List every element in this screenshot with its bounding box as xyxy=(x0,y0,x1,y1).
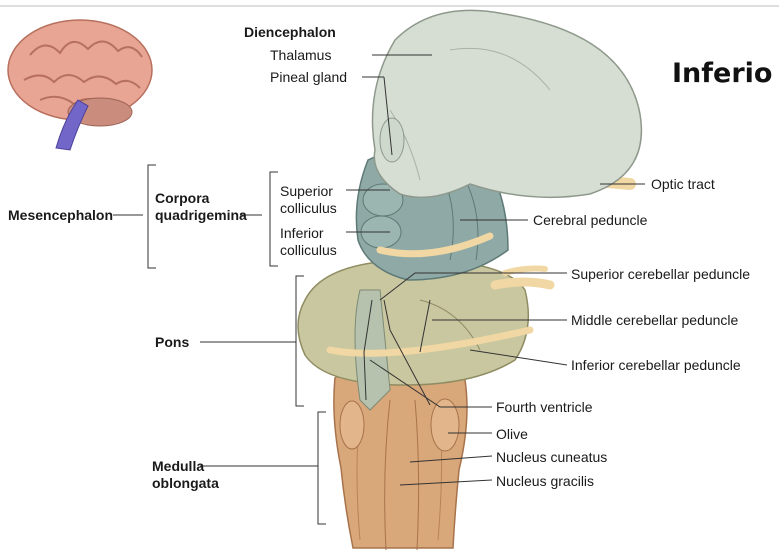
slide-title-fragment: Inferio xyxy=(672,58,772,89)
label-nucleus-cuneatus: Nucleus cuneatus xyxy=(496,449,607,465)
label-colliculus-superior: colliculus xyxy=(280,200,337,216)
label-medulla: Medulla xyxy=(152,458,204,474)
medulla-oblongata xyxy=(334,366,467,550)
label-inferior-cerebellar-peduncle: Inferior cerebellar peduncle xyxy=(571,357,741,373)
brain-thumbnail xyxy=(8,20,152,150)
label-superior-cerebellar-peduncle: Superior cerebellar peduncle xyxy=(571,266,750,282)
label-inferior: Inferior xyxy=(280,225,324,241)
label-thalamus: Thalamus xyxy=(270,47,331,63)
label-olive: Olive xyxy=(496,426,528,442)
label-nucleus-gracilis: Nucleus gracilis xyxy=(496,473,594,489)
thalamus xyxy=(373,10,642,197)
label-superior: Superior xyxy=(280,183,333,199)
label-pons: Pons xyxy=(155,334,189,350)
label-quadrigemina: quadrigemina xyxy=(155,207,247,223)
label-colliculus-inferior: colliculus xyxy=(280,242,337,258)
label-cerebral-peduncle: Cerebral peduncle xyxy=(533,212,647,228)
label-corpora: Corpora xyxy=(155,190,209,206)
label-mesencephalon: Mesencephalon xyxy=(8,207,113,223)
label-optic-tract: Optic tract xyxy=(651,176,715,192)
label-fourth-ventricle: Fourth ventricle xyxy=(496,399,592,415)
label-oblongata: oblongata xyxy=(152,475,219,491)
label-diencephalon: Diencephalon xyxy=(244,24,336,40)
label-middle-cerebellar-peduncle: Middle cerebellar peduncle xyxy=(571,312,738,328)
label-pineal-gland: Pineal gland xyxy=(270,69,347,85)
